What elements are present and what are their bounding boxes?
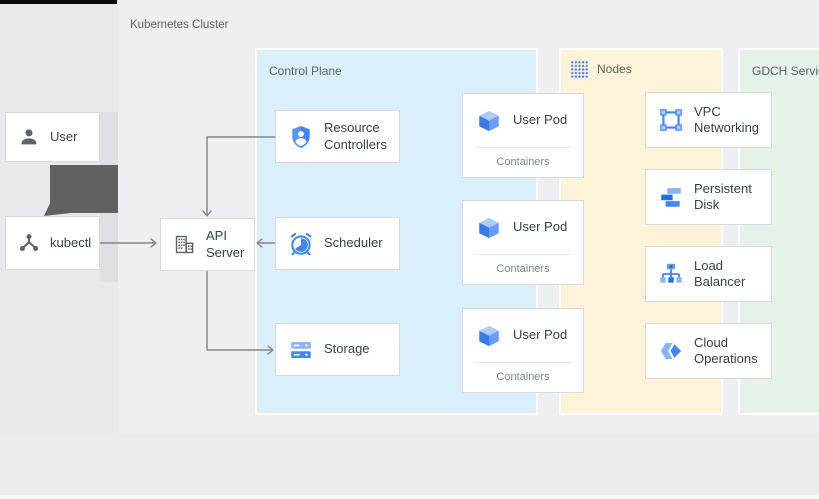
- kubectl-card: kubectl: [5, 216, 100, 270]
- kubernetes-cluster-label: Kubernetes Cluster: [130, 19, 229, 31]
- user-pod-label: User Pod: [513, 219, 568, 235]
- resource-controllers-label: Resource Controllers: [324, 120, 387, 152]
- control-plane-label: Control Plane: [269, 64, 342, 78]
- persistent-disk-icon: [658, 184, 684, 210]
- user-pod-label: User Pod: [513, 112, 568, 128]
- storage-label: Storage: [324, 341, 370, 357]
- pod-cube-icon: [476, 323, 502, 349]
- containers-label: Containers: [496, 156, 550, 168]
- cloud-operations-icon: [658, 338, 684, 364]
- pod-divider: [475, 147, 571, 148]
- user-pod-card-2: User Pod Containers: [462, 200, 584, 285]
- user-card: User: [5, 112, 100, 162]
- building-icon: [173, 233, 196, 256]
- pod-divider: [475, 362, 571, 363]
- shield-person-icon: [288, 124, 314, 150]
- top-black-bar: [0, 0, 117, 4]
- persistent-disk-card: Persistent Disk: [645, 169, 772, 225]
- pod-cube-icon: [476, 108, 502, 134]
- nodes-panel-header: Nodes: [570, 60, 632, 78]
- persistent-disk-label: Persistent Disk: [694, 180, 752, 212]
- vpc-networking-label: VPC Networking: [694, 103, 760, 135]
- user-pod-card-3: User Pod Containers: [462, 308, 584, 393]
- alarm-clock-icon: [288, 231, 314, 257]
- dot-grid-icon: [570, 60, 588, 78]
- user-pod-label: User Pod: [513, 327, 568, 343]
- load-balancer-icon: [658, 261, 684, 287]
- vpc-networking-icon: [658, 107, 684, 133]
- scheduler-card: Scheduler: [275, 217, 400, 270]
- containers-label: Containers: [496, 371, 550, 383]
- user-pod-header: User Pod: [463, 94, 583, 147]
- gdch-services-label: GDCH Services: [752, 64, 819, 78]
- api-server-card: API Server: [160, 218, 255, 271]
- server-stack-icon: [288, 337, 314, 363]
- left-card-backdrop-strip: [100, 112, 118, 282]
- api-server-label: API Server: [206, 228, 245, 260]
- kubectl-nodes-icon: [18, 232, 40, 254]
- scheduler-label: Scheduler: [324, 235, 383, 251]
- resource-controllers-card: Resource Controllers: [275, 110, 400, 163]
- nodes-label: Nodes: [597, 62, 632, 76]
- load-balancer-label: Load Balancer: [694, 257, 746, 289]
- kubectl-label: kubectl: [50, 234, 92, 250]
- load-balancer-card: Load Balancer: [645, 246, 772, 302]
- cloud-operations-card: Cloud Operations: [645, 323, 772, 379]
- pod-cube-icon: [476, 215, 502, 241]
- bottom-edge-strip: [0, 495, 819, 499]
- user-label: User: [50, 128, 78, 144]
- storage-card: Storage: [275, 323, 400, 376]
- pod-divider: [475, 254, 571, 255]
- vpc-networking-card: VPC Networking: [645, 92, 772, 148]
- person-icon: [18, 126, 40, 148]
- cloud-operations-label: Cloud Operations: [694, 334, 758, 366]
- user-pod-card-1: User Pod Containers: [462, 93, 584, 178]
- containers-label: Containers: [496, 263, 550, 275]
- user-pod-header: User Pod: [463, 309, 583, 362]
- user-pod-header: User Pod: [463, 201, 583, 254]
